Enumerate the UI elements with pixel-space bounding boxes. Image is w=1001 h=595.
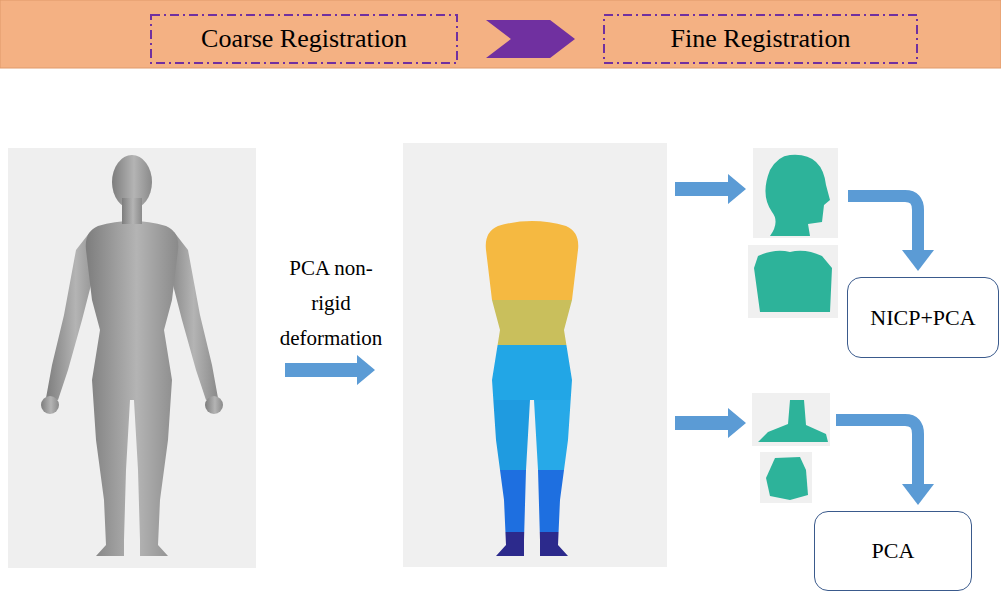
stage-box: Coarse Registration bbox=[150, 14, 458, 64]
foot-part bbox=[758, 400, 828, 442]
part-panel bbox=[752, 393, 830, 446]
curved-arrow bbox=[836, 420, 918, 486]
stage-box: Fine Registration bbox=[603, 14, 918, 64]
arrow-label: PCA non-rigid deformation bbox=[274, 251, 388, 356]
chevron-arrow bbox=[486, 20, 575, 58]
scan-trunk bbox=[86, 221, 179, 556]
node-text: Coarse Registration bbox=[201, 24, 407, 54]
segment-trunk bbox=[480, 210, 585, 562]
node-text: Fine Registration bbox=[671, 24, 851, 54]
scan-head bbox=[112, 155, 152, 224]
method-box: NICP+PCA bbox=[847, 277, 999, 358]
figure-panel bbox=[403, 143, 667, 567]
header-band bbox=[0, 0, 1001, 68]
node-text: NICP+PCA bbox=[870, 305, 975, 330]
head-part bbox=[765, 155, 830, 236]
figure-panel bbox=[8, 148, 256, 568]
part-panel bbox=[748, 245, 838, 318]
scan-figure bbox=[41, 155, 223, 556]
segment-head bbox=[500, 150, 564, 226]
arrow-head bbox=[902, 250, 934, 271]
block-arrow bbox=[675, 174, 746, 204]
node-text: PCA bbox=[872, 538, 915, 563]
segmented-figure bbox=[430, 150, 640, 562]
part-panel bbox=[753, 148, 838, 238]
curved-arrow bbox=[848, 196, 918, 252]
hand-part bbox=[766, 457, 808, 500]
dashed-border bbox=[604, 15, 917, 63]
torso-part bbox=[754, 251, 832, 312]
arrow-head bbox=[902, 484, 934, 505]
block-arrow bbox=[675, 408, 746, 438]
block-arrow bbox=[285, 355, 375, 385]
dashed-border bbox=[151, 15, 457, 63]
method-box: PCA bbox=[814, 511, 972, 591]
part-panel bbox=[760, 452, 812, 503]
